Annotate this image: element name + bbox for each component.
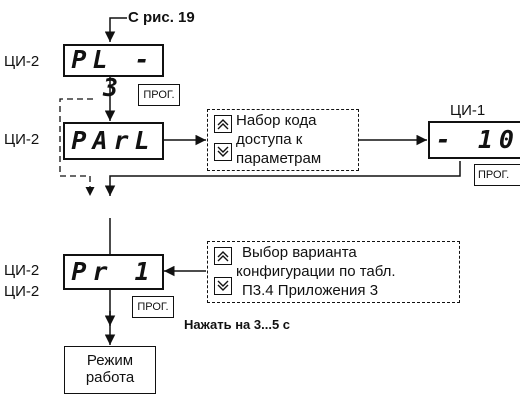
indicator-label-ci2: ЦИ-2 [4,53,40,70]
source-reference: С рис. 19 [128,9,195,26]
down-arrow-key-icon[interactable] [214,143,232,161]
indicator-label-ci2-row4: ЦИ-2 [4,283,40,300]
mode-work-box: Режим работа [64,346,156,394]
access-note-line3: параметрам [236,150,322,167]
down-arrow-key-icon[interactable] [214,277,232,295]
prog-button-1[interactable]: ПРОГ. [138,84,180,106]
up-arrow-key-icon[interactable] [214,247,232,265]
indicator-label-ci2: ЦИ-2 [4,131,40,148]
display-pl3-text: PL - 3 [71,45,156,102]
config-note-line3: П3.4 Приложения 3 [242,282,379,299]
prog-button-ci1[interactable]: ПРОГ. [474,164,520,186]
mode-box-line1: Режим [86,352,134,369]
config-note-line1: Выбор варианта [242,244,357,261]
display-parl-text: PArL [71,126,156,155]
config-choice-box [207,241,460,303]
arrow-value-to-pr1 [104,161,461,196]
entry-arrow [104,17,127,42]
access-note-line2: доступа к [236,131,303,148]
dashed-bypass [59,98,95,196]
display-value-text: - 10 [435,125,520,154]
display-pr1: Pr 1 [63,254,164,290]
mode-box-line2: работа [85,369,135,386]
display-parl: PArL [63,122,164,160]
config-note-line2: конфигурации по табл. [236,263,396,280]
display-pr1-text: Pr 1 [71,257,156,286]
up-arrow-key-icon[interactable] [214,115,232,133]
display-value: - 10 [428,121,520,159]
prog-button-2[interactable]: ПРОГ. [132,296,174,318]
press-duration-note: Нажать на 3...5 с [184,317,291,332]
display-pl3: PL - 3 [63,44,164,102]
indicator-label-ci1: ЦИ-1 [450,102,486,119]
indicator-label-ci2: ЦИ-2 [4,262,40,279]
access-code-box [207,109,359,171]
access-note-line1: Набор кода [236,112,317,129]
